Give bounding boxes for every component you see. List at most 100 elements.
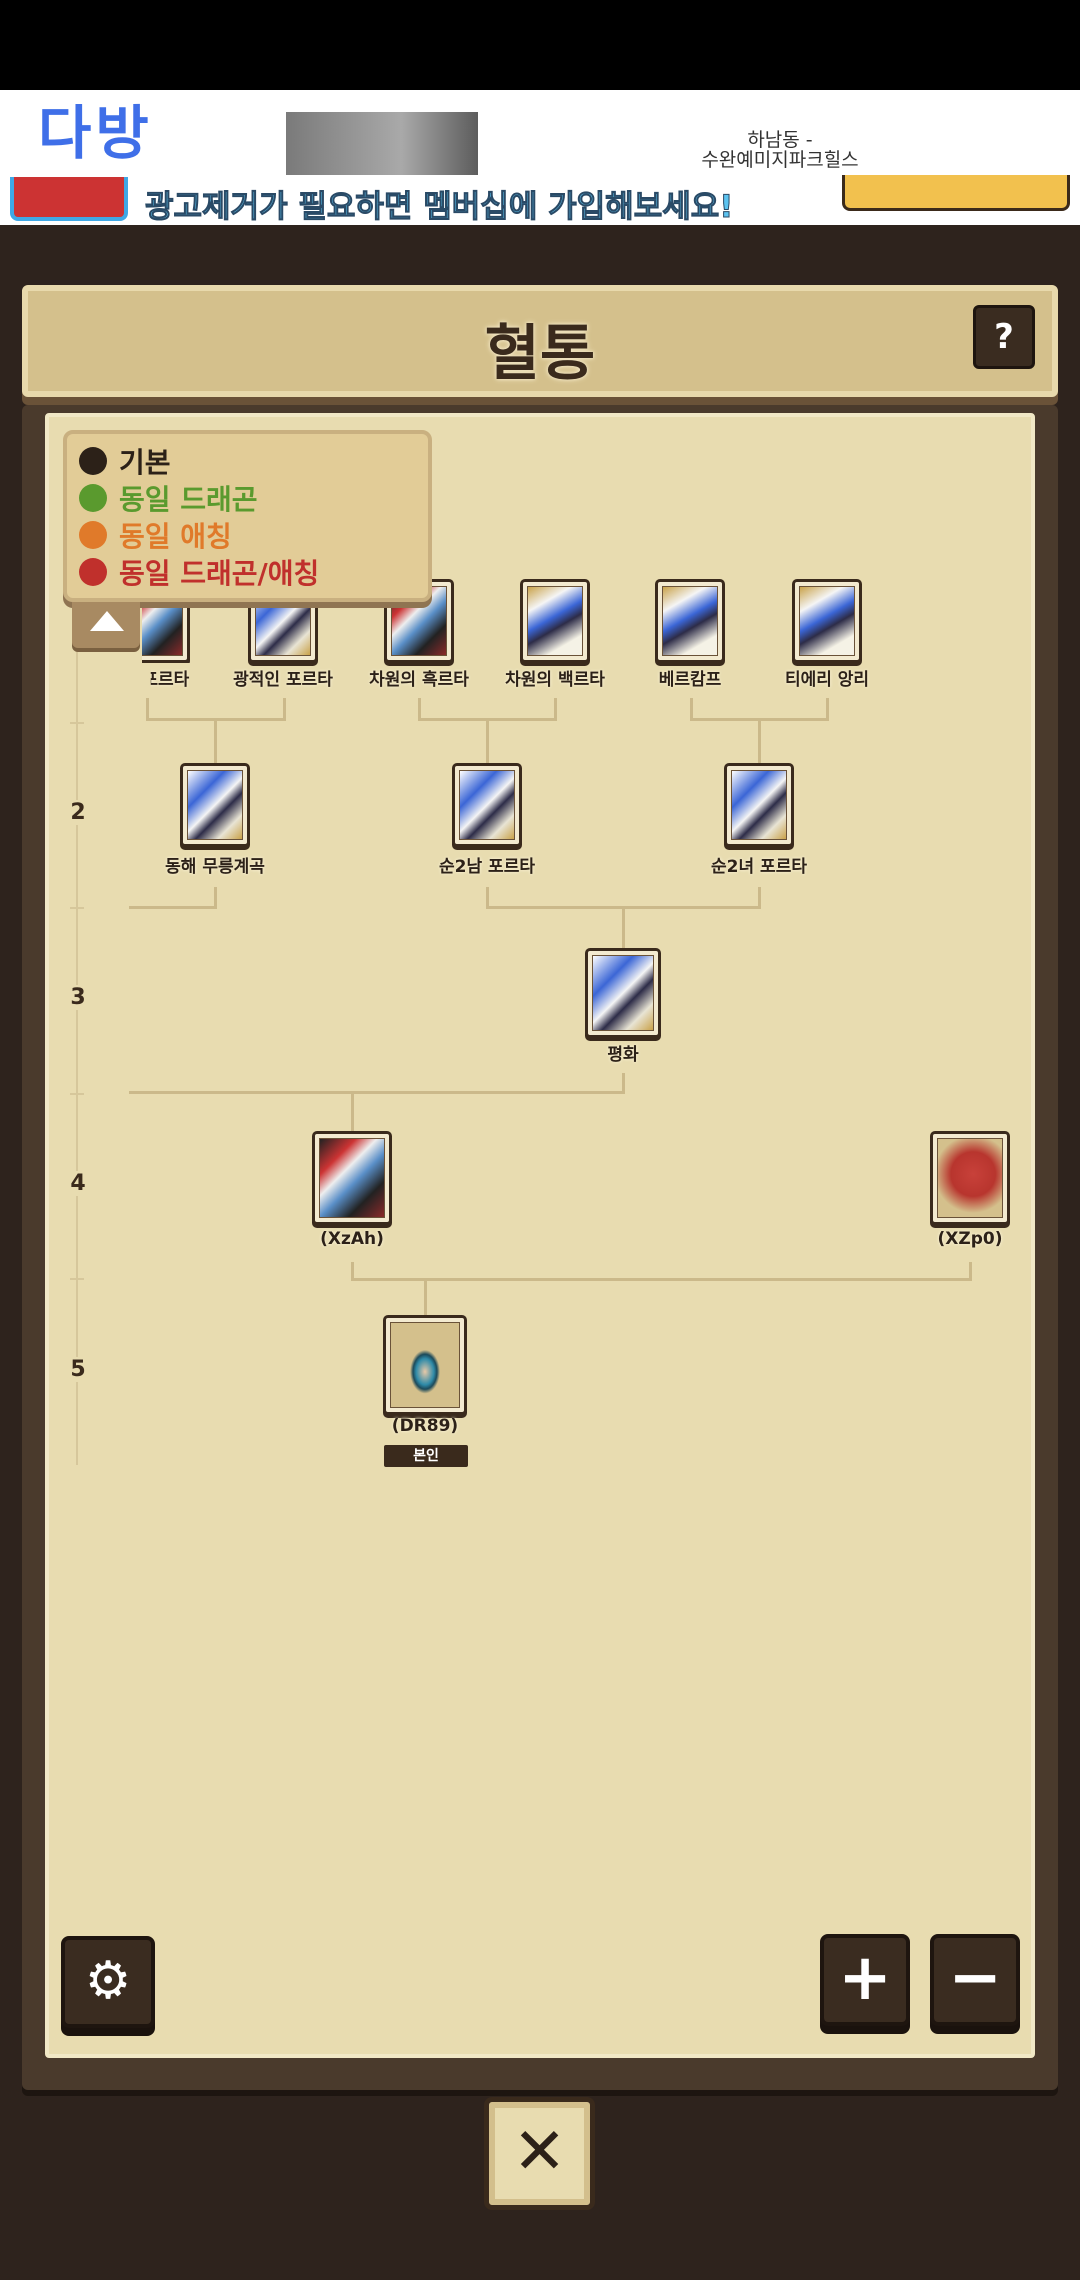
connector [129, 906, 217, 909]
minus-icon: − [948, 1941, 1002, 2015]
connector [486, 887, 489, 908]
dragon-portrait [319, 1138, 385, 1218]
game-icon [10, 177, 128, 221]
connector [418, 698, 421, 720]
legend-label: 동일 드래곤/애칭 [119, 556, 320, 590]
legend-collapse-button[interactable] [72, 602, 140, 648]
ad-listing-text: 하남동 - 수완예미지파크힐스 [701, 129, 859, 171]
dragon-card[interactable] [724, 763, 794, 847]
gear-icon: ⚙ [84, 1951, 132, 2011]
dragon-card[interactable] [520, 579, 590, 663]
legend-dot [79, 520, 107, 549]
egg-portrait [390, 1322, 460, 1408]
generation-label: 4 [60, 1171, 96, 1196]
connector [351, 1091, 354, 1131]
connector [129, 1091, 625, 1094]
dragon-portrait [799, 586, 855, 656]
zoom-out-button[interactable]: − [930, 1934, 1020, 2026]
dragon-portrait [459, 770, 515, 840]
generation-tick [70, 907, 84, 909]
connector [146, 698, 149, 720]
dragon-name: 순2녀 포르타 [711, 857, 807, 877]
dragon-name: 차원의 흑르타 [369, 670, 469, 690]
dragon-name: 의 포르타 [120, 670, 190, 690]
legend-dot [79, 557, 107, 586]
dragon-name: (XzAh) [320, 1229, 384, 1249]
dragon-name: (DR89) [391, 1416, 459, 1436]
connector [283, 698, 286, 720]
membership-button[interactable] [842, 175, 1070, 211]
legend: 기본 동일 드래곤 동일 애칭 동일 드래곤/애칭 [63, 430, 432, 602]
legend-item: 기본 [79, 442, 416, 479]
dragon-card[interactable] [312, 1131, 392, 1225]
connector [351, 1262, 354, 1280]
dragon-portrait [527, 586, 583, 656]
legend-label: 동일 드래곤 [119, 482, 258, 516]
dragon-portrait [592, 955, 654, 1031]
dragon-card[interactable] [792, 579, 862, 663]
dragon-card[interactable] [655, 579, 725, 663]
dragon-name: 차원의 백르타 [505, 670, 605, 690]
dragon-name: 베르캄프 [658, 670, 722, 690]
generation-tick [70, 722, 84, 724]
dragon-portrait [937, 1138, 1003, 1218]
legend-item: 동일 드래곤/애칭 [79, 553, 416, 590]
page-title: 혈통 [484, 319, 596, 389]
title-bar: 혈통 ? [22, 285, 1058, 397]
chevron-up-icon [90, 611, 124, 631]
status-bar [0, 0, 1080, 90]
legend-label: 동일 애칭 [119, 519, 232, 553]
generation-label: 5 [60, 1357, 96, 1382]
connector [424, 1278, 427, 1315]
dragon-card[interactable] [180, 763, 250, 847]
close-button[interactable]: ✕ [484, 2097, 595, 2210]
connector [826, 698, 829, 720]
connector [214, 718, 217, 763]
connector [486, 718, 489, 763]
settings-button[interactable]: ⚙ [61, 1936, 155, 2028]
dragon-portrait [731, 770, 787, 840]
dragon-name: 티에리 앙리 [784, 670, 870, 690]
generation-tick [70, 1278, 84, 1280]
generation-label: 3 [60, 985, 96, 1010]
connector [554, 698, 557, 720]
ad-logo: 다방 [38, 99, 153, 167]
plus-icon: + [838, 1941, 892, 2015]
dragon-name: 평화 [607, 1045, 639, 1065]
self-badge: 본인 [384, 1445, 468, 1467]
dragon-portrait [662, 586, 718, 656]
connector [690, 698, 693, 720]
dragon-card[interactable] [585, 948, 661, 1038]
connector [622, 906, 625, 948]
legend-item: 동일 드래곤 [79, 479, 416, 516]
connector [758, 718, 761, 763]
dragon-card[interactable] [452, 763, 522, 847]
dragon-name: 순2남 포르타 [439, 857, 535, 877]
help-button[interactable]: ? [973, 305, 1035, 369]
legend-item: 동일 애칭 [79, 516, 416, 553]
membership-banner-text: 광고제거가 필요하면 멤버십에 가입해보세요! [144, 189, 734, 226]
membership-banner[interactable]: 광고제거가 필요하면 멤버십에 가입해보세요! [0, 175, 1080, 225]
close-icon: ✕ [512, 2115, 567, 2189]
lineage-tree-canvas[interactable] [45, 413, 1035, 2058]
connector [351, 1278, 972, 1281]
ad-banner[interactable]: 하남동 - 수완예미지파크힐스 광고제거가 필요하면 멤버십에 가입해보세요! … [0, 90, 1080, 225]
connector [214, 887, 217, 908]
connector [758, 887, 761, 908]
dragon-card[interactable] [930, 1131, 1010, 1225]
connector [969, 1262, 972, 1280]
legend-dot [79, 483, 107, 512]
dragon-portrait [187, 770, 243, 840]
legend-dot [79, 446, 107, 475]
connector [622, 1073, 625, 1093]
dragon-card-self[interactable] [383, 1315, 467, 1415]
generation-axis [76, 640, 78, 1465]
ad-photo [286, 112, 478, 176]
zoom-in-button[interactable]: + [820, 1934, 910, 2026]
generation-label: 2 [60, 800, 96, 825]
legend-label: 기본 [119, 445, 171, 479]
dragon-name: 광적인 포르타 [233, 670, 333, 690]
dragon-name: (XZp0) [937, 1229, 1003, 1249]
generation-tick [70, 1093, 84, 1095]
dragon-name: 동해 무릉계곡 [165, 857, 265, 877]
